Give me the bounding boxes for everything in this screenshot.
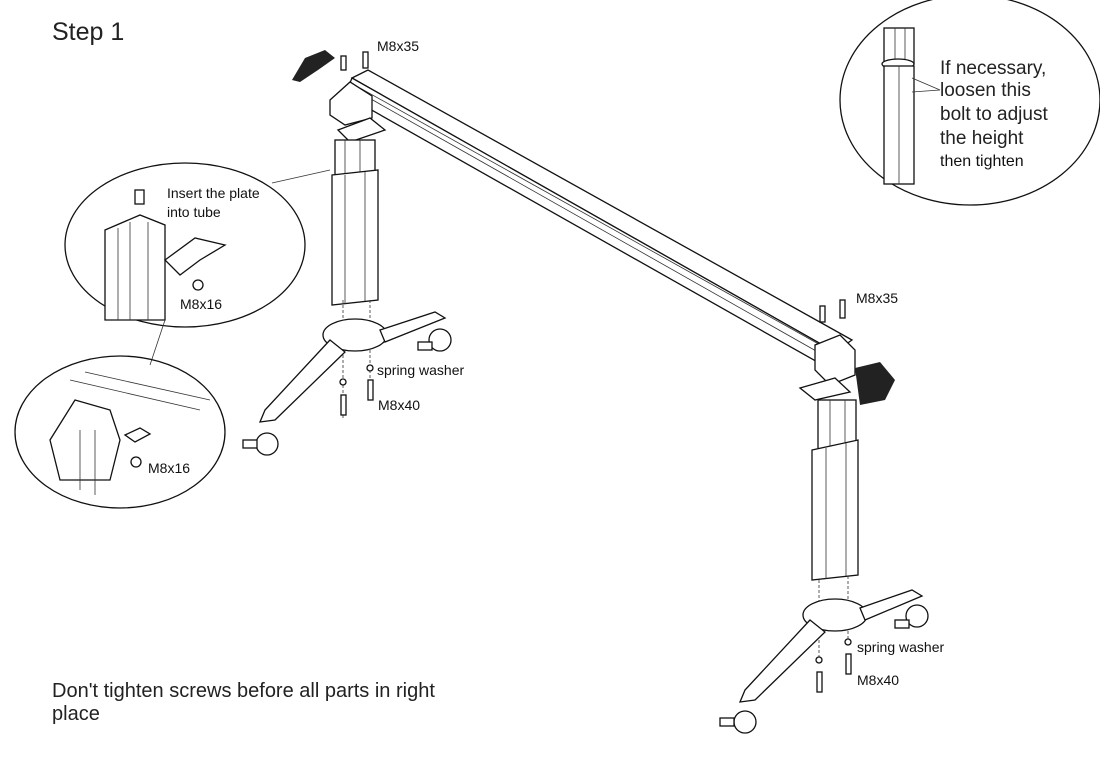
- assembly-note: Don't tighten screws before all parts in…: [52, 680, 435, 725]
- label-m8x16-detail1: M8x16: [180, 296, 223, 312]
- label-m8x40-left: M8x40: [378, 397, 421, 413]
- left-handle: [292, 50, 335, 82]
- right-bracket: [798, 334, 856, 401]
- left-bracket: [329, 81, 387, 143]
- height-note-line3: bolt to adjust: [940, 104, 1048, 125]
- label-insert-plate: Insert the plate: [167, 185, 260, 201]
- label-m8x35-left: M8x35: [377, 38, 420, 54]
- right-bolts: [815, 299, 852, 693]
- label-spring-washer-left: spring washer: [377, 362, 465, 378]
- height-note-line4: the height: [940, 128, 1024, 149]
- label-m8x35-right: M8x35: [856, 290, 899, 306]
- height-note-line5: then tighten: [940, 153, 1024, 170]
- step-title: Step 1: [52, 18, 125, 46]
- crossbar-beam: [344, 69, 854, 369]
- label-spring-washer-right: spring washer: [857, 639, 945, 655]
- label-m8x40-right: M8x40: [857, 672, 900, 688]
- left-column: [331, 139, 379, 420]
- label-m8x16-detail2: M8x16: [148, 460, 191, 476]
- detail-circle-bracket: [14, 355, 226, 509]
- left-bolts: [339, 51, 374, 416]
- detail-circle-plate: [64, 162, 331, 328]
- right-column: [811, 399, 859, 665]
- height-note-line2: loosen this: [940, 80, 1031, 101]
- left-base: [242, 311, 452, 456]
- right-handle: [855, 362, 895, 405]
- label-into-tube: into tube: [167, 204, 221, 220]
- height-note-line1: If necessary,: [940, 58, 1047, 79]
- detail-circle-height: [839, 0, 1100, 206]
- right-base: [719, 589, 929, 734]
